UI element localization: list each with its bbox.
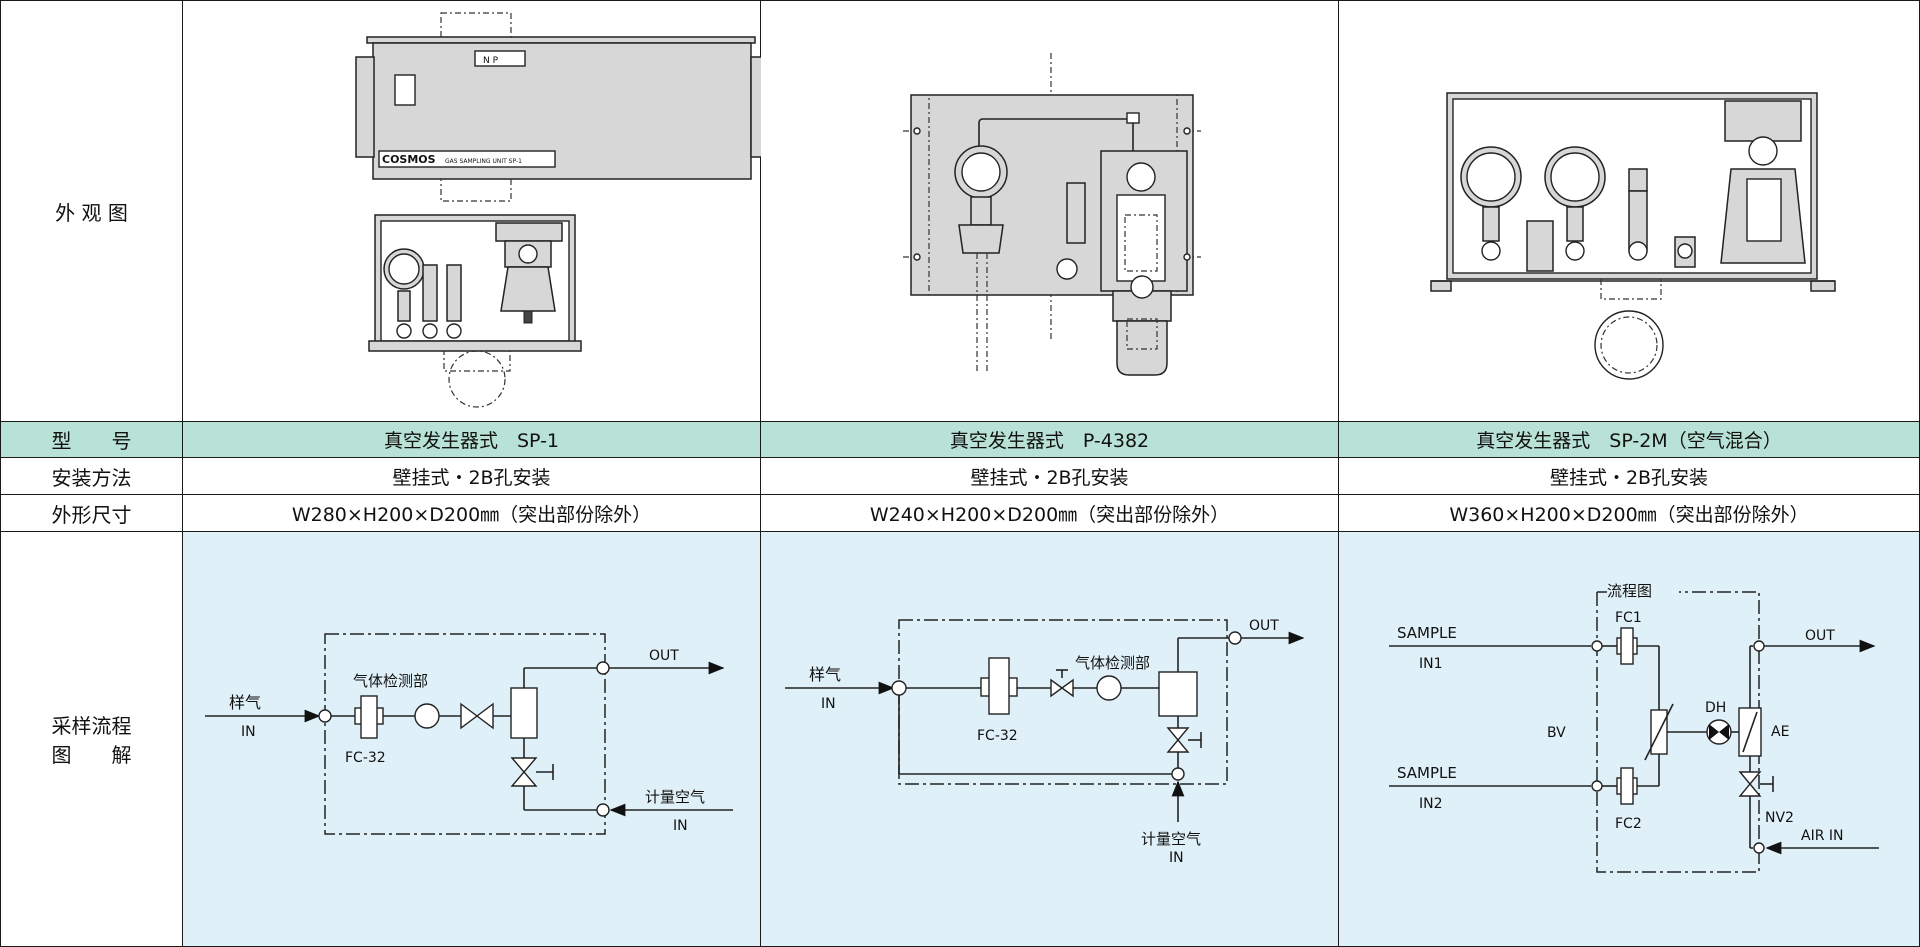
sp2m-flow-in2: IN2	[1419, 796, 1443, 812]
dimensions-p4382: W240×H200×D200㎜（突出部份除外）	[760, 494, 1339, 532]
sp1-brand-logo: COSMOS	[382, 153, 436, 166]
sp2m-flow-in1: IN1	[1419, 656, 1443, 672]
mounting-p4382: 壁挂式・2B孔安装	[760, 457, 1339, 495]
sp1-drawing: N P COSMOS GAS SAMPLING UNIT SP-1	[355, 12, 761, 408]
sp2m-flow-sample2: SAMPLE	[1397, 764, 1457, 782]
sp1-flow-air: 计量空气	[645, 788, 705, 806]
appearance-p4382	[760, 0, 1339, 422]
mounting-sp1: 壁挂式・2B孔安装	[182, 457, 761, 495]
sp1-flow-out: OUT	[649, 648, 679, 664]
sp1-flow-in-label: 样气	[229, 693, 261, 712]
flow-sp2m: 流程图	[1338, 531, 1920, 947]
model-sp1: 真空发生器式 SP-1	[182, 421, 761, 458]
flow-row: 采样流程 图 解	[0, 531, 1920, 947]
p4382-flow-fc: FC-32	[977, 728, 1018, 744]
p4382-drawing	[903, 53, 1201, 376]
p4382-flow-out: OUT	[1249, 618, 1279, 634]
appearance-sp2m	[1338, 0, 1920, 422]
model-p4382: 真空发生器式 P-4382	[760, 421, 1339, 458]
row-header-flow-line2: 图 解	[51, 743, 132, 767]
sp2m-flow-nv2: NV2	[1765, 810, 1794, 826]
sp2m-flow-sample1: SAMPLE	[1397, 624, 1457, 642]
p4382-flow-air-sub: IN	[1169, 850, 1184, 866]
p4382-flow-in-label: 样气	[809, 665, 841, 684]
model-sp2m: 真空发生器式 SP-2M（空气混合）	[1338, 421, 1920, 458]
sp2m-flow-fc1: FC1	[1615, 610, 1642, 626]
sp2m-drawing	[1430, 92, 1836, 380]
sp2m-flow-bv: BV	[1547, 725, 1566, 741]
appearance-row: 外 观 图 N P COSMOS GAS SAMPLING UNIT SP-1	[0, 0, 1920, 422]
model-row: 型 号 真空发生器式 SP-1 真空发生器式 P-4382 真空发生器式 SP-…	[0, 421, 1920, 458]
flow-sp1: 样气 IN 气体检测部 FC-32 OUT 计量空气 IN	[182, 531, 761, 947]
row-header-flow-line1: 采样流程	[51, 714, 132, 738]
sp2m-flow-air-in: AIR IN	[1801, 828, 1844, 844]
sp2m-flow-diagram: 流程图	[1389, 582, 1879, 873]
row-header-dimensions: 外形尺寸	[0, 494, 183, 532]
p4382-flow-air: 计量空气	[1141, 830, 1201, 848]
sp1-flow-detector: 气体检测部	[353, 672, 428, 690]
p4382-flow-diagram: 样气 IN 气体检测部 FC-32 OUT 计量空气 IN	[785, 618, 1305, 866]
sp2m-flow-title: 流程图	[1607, 582, 1652, 600]
mounting-sp2m: 壁挂式・2B孔安装	[1338, 457, 1920, 495]
row-header-flow: 采样流程 图 解	[0, 531, 183, 947]
sp2m-flow-out: OUT	[1805, 628, 1835, 644]
p4382-flow-detector: 气体检测部	[1075, 654, 1150, 672]
sp1-flow-in-sub: IN	[241, 724, 256, 740]
row-header-mounting: 安装方法	[0, 457, 183, 495]
p4382-flow-in-sub: IN	[821, 696, 836, 712]
sp2m-flow-fc2: FC2	[1615, 816, 1642, 832]
dimensions-row: 外形尺寸 W280×H200×D200㎜（突出部份除外） W240×H200×D…	[0, 494, 1920, 532]
sp1-flow-fc: FC-32	[345, 750, 386, 766]
flow-p4382: 样气 IN 气体检测部 FC-32 OUT 计量空气 IN	[760, 531, 1339, 947]
sp1-flow-diagram: 样气 IN 气体检测部 FC-32 OUT 计量空气 IN	[205, 633, 733, 835]
row-header-model: 型 号	[0, 421, 183, 458]
sp1-device-label: GAS SAMPLING UNIT SP-1	[445, 158, 522, 165]
sp1-indicator-label: N P	[483, 56, 499, 66]
mounting-row: 安装方法 壁挂式・2B孔安装 壁挂式・2B孔安装 壁挂式・2B孔安装	[0, 457, 1920, 495]
sp2m-flow-dh: DH	[1705, 700, 1726, 716]
row-header-appearance: 外 观 图	[0, 0, 183, 422]
appearance-sp1: N P COSMOS GAS SAMPLING UNIT SP-1	[182, 0, 761, 422]
dimensions-sp1: W280×H200×D200㎜（突出部份除外）	[182, 494, 761, 532]
dimensions-sp2m: W360×H200×D200㎜（突出部份除外）	[1338, 494, 1920, 532]
sp2m-flow-ae: AE	[1771, 724, 1789, 740]
sp1-flow-air-sub: IN	[673, 818, 688, 834]
